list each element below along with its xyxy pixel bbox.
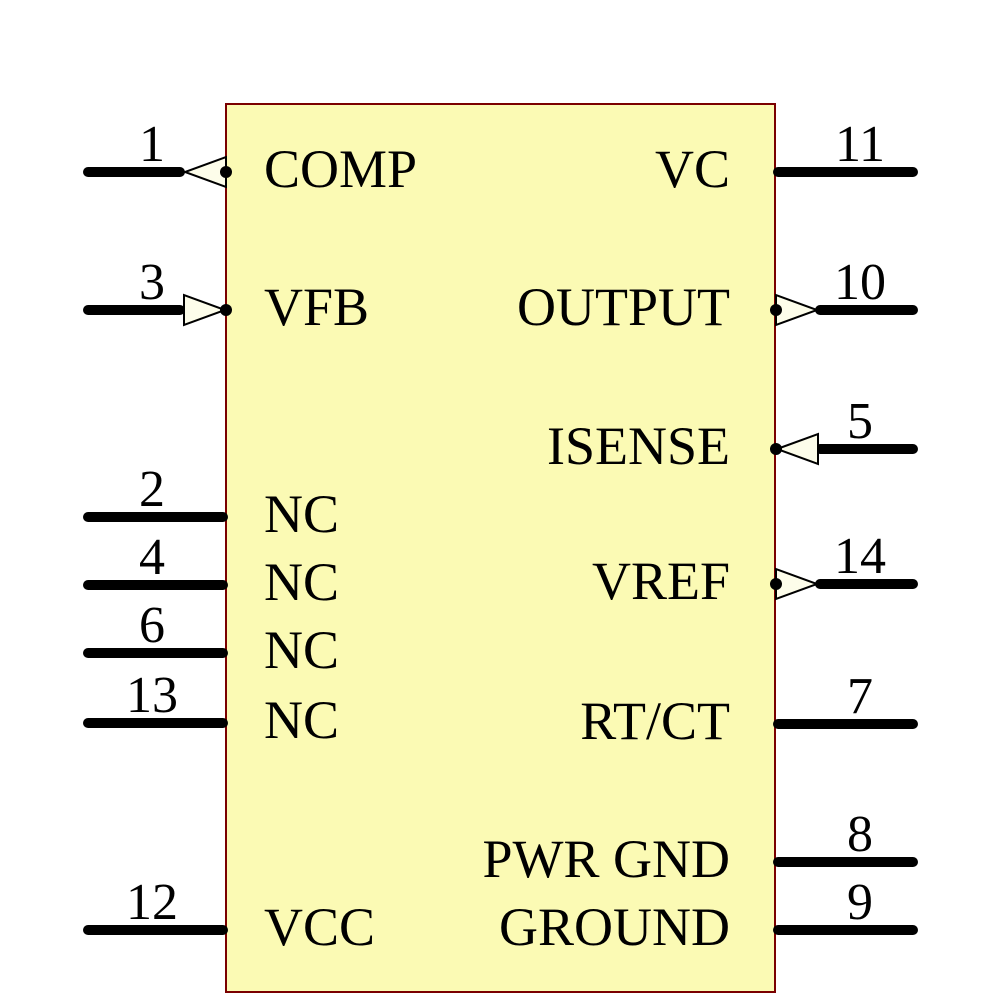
pin-wire[interactable] [815, 305, 918, 315]
pin-number: 3 [139, 254, 165, 311]
pin-wire[interactable] [83, 718, 228, 728]
pin-wire[interactable] [83, 512, 228, 522]
pin-number: 4 [139, 529, 165, 586]
pin-number: 1 [139, 116, 165, 173]
pin-label: VCC [264, 897, 376, 957]
pin-number: 2 [139, 461, 165, 518]
pin-wire[interactable] [83, 648, 228, 658]
pin-label: VFB [264, 277, 370, 337]
pin-number: 13 [126, 667, 178, 724]
pin-wire[interactable] [83, 305, 185, 315]
pin-label: OUTPUT [517, 277, 730, 337]
pin-number: 5 [847, 393, 873, 450]
pin-number: 6 [139, 597, 165, 654]
pin-junction-dot [770, 578, 782, 590]
pin-number: 9 [847, 874, 873, 931]
pin-wire[interactable] [83, 580, 228, 590]
pin-junction-dot [770, 443, 782, 455]
pin-wire[interactable] [815, 579, 918, 589]
pin-wire[interactable] [773, 925, 918, 935]
pin-direction-in-right-arrow-icon [183, 293, 228, 327]
pin-label: GROUND [498, 897, 730, 957]
pin-number: 7 [847, 668, 873, 725]
pin-number: 10 [834, 254, 886, 311]
pin-label: RT/CT [580, 691, 730, 751]
pin-label: NC [264, 620, 340, 680]
pin-wire[interactable] [815, 444, 918, 454]
pin-number: 12 [126, 874, 178, 931]
pin-junction-dot [220, 304, 232, 316]
pin-wire[interactable] [83, 167, 185, 177]
pin-wire[interactable] [773, 857, 918, 867]
pin-number: 14 [834, 528, 886, 585]
pin-wire[interactable] [773, 719, 918, 729]
pin-label: ISENSE [546, 416, 730, 476]
pin-label: NC [264, 484, 340, 544]
pin-label: COMP [264, 139, 418, 199]
pin-number: 11 [834, 116, 886, 173]
pin-label: NC [264, 690, 340, 750]
pin-number: 8 [847, 806, 873, 863]
pin-label: NC [264, 552, 340, 612]
pin-label: VC [654, 139, 730, 199]
pin-label: PWR GND [482, 829, 730, 889]
pin-direction-in-left-arrow-icon [774, 432, 819, 466]
ic-body [225, 103, 776, 993]
pin-junction-dot [770, 304, 782, 316]
pin-junction-dot [220, 166, 232, 178]
pin-wire[interactable] [773, 167, 918, 177]
pin-label: VREF [591, 551, 730, 611]
pin-wire[interactable] [83, 925, 228, 935]
